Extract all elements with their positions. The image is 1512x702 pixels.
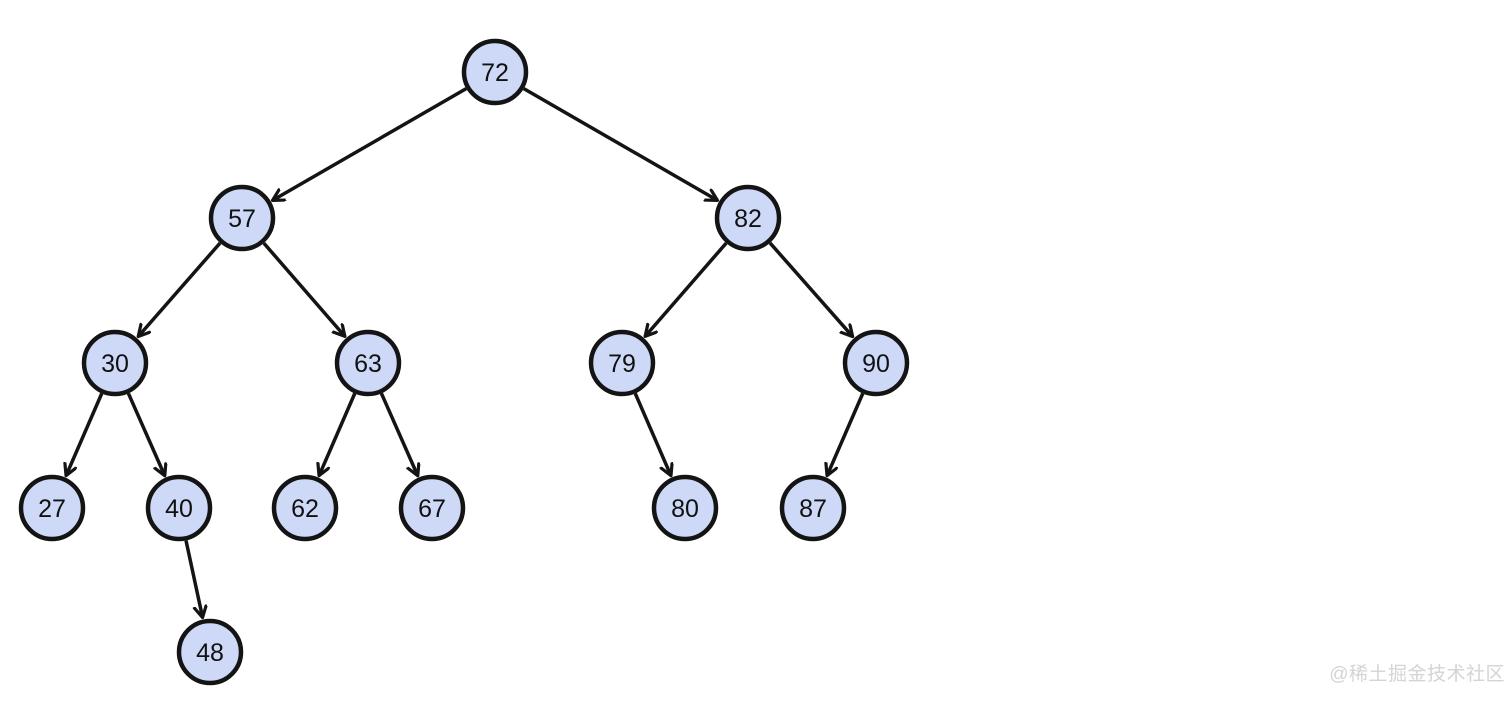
- tree-edge-90-87: [827, 392, 865, 475]
- tree-edge-82-90: [768, 241, 853, 337]
- tree-edge-63-62: [319, 392, 357, 475]
- tree-node-label: 62: [291, 495, 319, 523]
- tree-node-label: 72: [481, 59, 509, 87]
- tree-node-79: 79: [588, 329, 656, 397]
- tree-node-circle: [714, 184, 782, 252]
- tree-node-circle: [18, 474, 86, 542]
- tree-node-circle: [588, 329, 656, 397]
- tree-node-label: 48: [196, 639, 224, 667]
- tree-node-48: 48: [176, 618, 244, 686]
- tree-node-label: 27: [38, 495, 66, 523]
- tree-node-circle: [176, 618, 244, 686]
- tree-node-67: 67: [398, 474, 466, 542]
- tree-edge-57-63: [262, 241, 345, 336]
- tree-edge-40-48: [184, 540, 203, 618]
- tree-node-label: 57: [228, 205, 256, 233]
- tree-node-circle: [271, 474, 339, 542]
- tree-node-62: 62: [271, 474, 339, 542]
- tree-node-label: 82: [734, 205, 762, 233]
- tree-node-circle: [651, 474, 719, 542]
- tree-node-label: 80: [671, 495, 699, 523]
- tree-node-72: 72: [461, 38, 529, 106]
- tree-node-label: 30: [101, 350, 129, 378]
- tree-edge-82-79: [645, 241, 728, 336]
- tree-node-circle: [461, 38, 529, 106]
- tree-edge-63-67: [379, 392, 417, 475]
- tree-node-82: 82: [714, 184, 782, 252]
- tree-node-circle: [81, 329, 149, 397]
- tree-edge-72-57: [273, 87, 468, 201]
- tree-edge-57-30: [138, 241, 222, 336]
- tree-node-87: 87: [779, 474, 847, 542]
- tree-node-30: 30: [81, 329, 149, 397]
- tree-edge-79-80: [633, 392, 671, 475]
- tree-node-80: 80: [651, 474, 719, 542]
- tree-node-90: 90: [842, 329, 910, 397]
- tree-node-40: 40: [145, 474, 213, 542]
- tree-node-27: 27: [18, 474, 86, 542]
- tree-edge-30-40: [126, 392, 164, 475]
- tree-node-label: 87: [799, 495, 827, 523]
- tree-node-circle: [398, 474, 466, 542]
- tree-edge-30-27: [66, 392, 104, 475]
- tree-node-57: 57: [208, 184, 276, 252]
- tree-node-label: 67: [418, 495, 446, 523]
- tree-node-label: 63: [354, 350, 382, 378]
- tree-node-label: 90: [862, 350, 890, 378]
- tree-node-label: 40: [165, 495, 193, 523]
- tree-node-circle: [145, 474, 213, 542]
- tree-node-circle: [842, 329, 910, 397]
- tree-edge-72-82: [522, 87, 718, 201]
- tree-node-label: 79: [608, 350, 636, 378]
- tree-node-63: 63: [334, 329, 402, 397]
- tree-node-circle: [334, 329, 402, 397]
- tree-node-circle: [779, 474, 847, 542]
- tree-node-circle: [208, 184, 276, 252]
